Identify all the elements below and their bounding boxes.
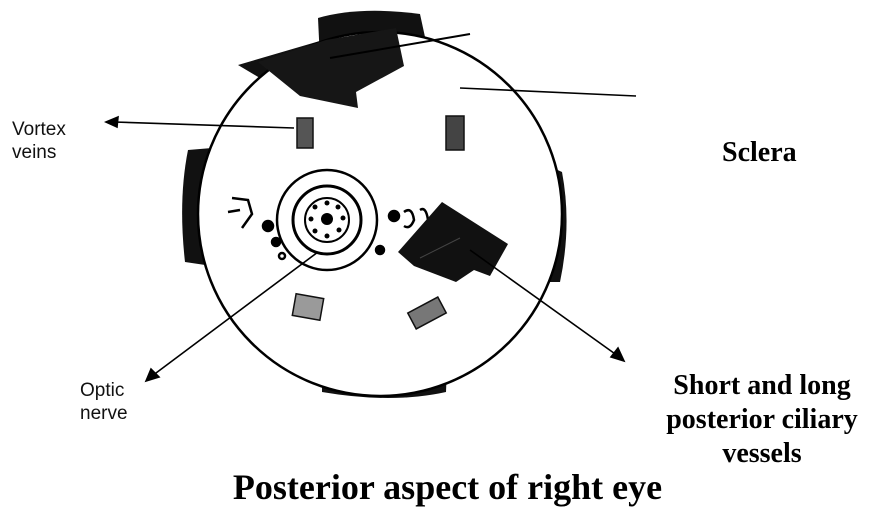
diagram-caption: Posterior aspect of right eye bbox=[0, 466, 895, 508]
ciliary-pointer-arrowhead bbox=[611, 348, 624, 361]
fascicle-dot bbox=[313, 229, 318, 234]
fascicle-dot bbox=[325, 234, 330, 239]
vortex-vein-superonasal bbox=[446, 116, 464, 150]
optic-nerve bbox=[277, 170, 377, 270]
ciliary-vessel-dot bbox=[272, 238, 280, 246]
fascicle-dot bbox=[341, 216, 346, 221]
fascicle-dot bbox=[325, 201, 330, 206]
fascicle-dot bbox=[309, 217, 314, 222]
ciliary-vessel-dot bbox=[389, 211, 399, 221]
vortex-veins-label-line-2: veins bbox=[12, 141, 66, 164]
optic-pointer-arrowhead bbox=[146, 369, 159, 381]
optic-nerve-label-line-2: nerve bbox=[80, 402, 128, 425]
vortex-vein-inferotemporal bbox=[292, 294, 323, 321]
fascicle-dot bbox=[337, 228, 342, 233]
ciliary-vessels-label-line-2: posterior ciliary bbox=[632, 403, 892, 437]
ciliary-vessels-label-line-1: Short and long bbox=[632, 369, 892, 403]
ciliary-vessel-dot bbox=[376, 246, 384, 254]
fascicle-dot bbox=[313, 205, 318, 210]
fascicle-dot bbox=[336, 205, 341, 210]
sclera-label: Sclera bbox=[722, 137, 797, 169]
ciliary-vessel-dot bbox=[263, 221, 273, 231]
vortex-veins-label-line-1: Vortex bbox=[12, 118, 66, 141]
optic-nerve-label-line-1: Optic bbox=[80, 379, 128, 402]
vortex-vein-superotemporal bbox=[297, 118, 313, 148]
central-vessel bbox=[321, 213, 333, 225]
vortex-veins-label: Vortex veins bbox=[12, 118, 66, 164]
optic-nerve-label: Optic nerve bbox=[80, 379, 128, 425]
ciliary-vessels-label: Short and long posterior ciliary vessels bbox=[632, 369, 892, 471]
ciliary-vessel-dot bbox=[279, 253, 285, 259]
vortex-pointer-arrowhead bbox=[106, 117, 118, 127]
